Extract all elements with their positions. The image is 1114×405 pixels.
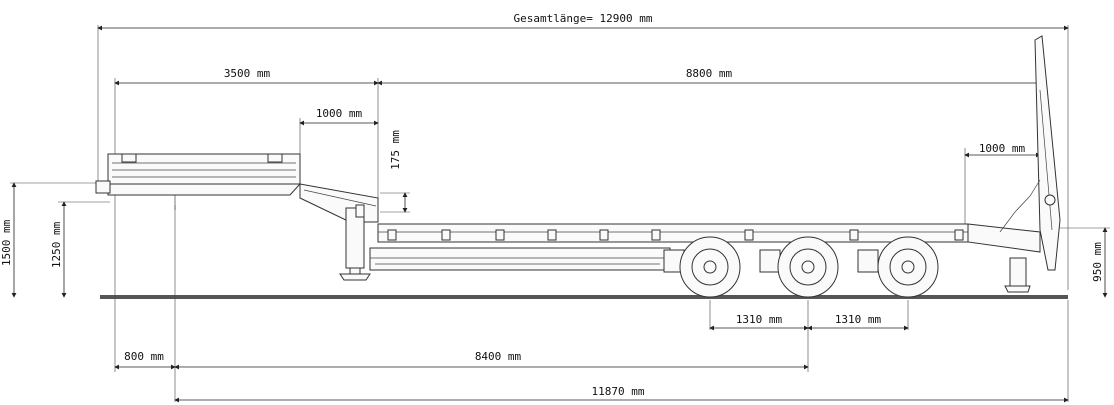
landing-leg <box>339 204 371 281</box>
wheel-axle-3 <box>877 236 939 298</box>
rear-overhang-label: 1000 mm <box>979 142 1026 155</box>
overall-length-label: Gesamtlänge= 12900 mm <box>513 12 652 25</box>
bed-length-label: 8800 mm <box>686 67 733 80</box>
gooseneck-length-label: 3500 mm <box>224 67 271 80</box>
axle-spacing-2-label: 1310 mm <box>835 313 882 326</box>
kingpin-to-rear-label: 11870 mm <box>592 385 645 398</box>
wheels <box>679 236 939 298</box>
rear-ramp <box>967 35 1061 293</box>
axle-spacing-1-label: 1310 mm <box>736 313 783 326</box>
dimension-labels: Gesamtlänge= 12900 mm 3500 mm 8800 mm 10… <box>0 12 1104 398</box>
gooseneck-step-label: 1000 mm <box>316 107 363 120</box>
kingpin-to-axle-label: 8400 mm <box>475 350 522 363</box>
extension-lines <box>10 25 1110 402</box>
front-overhang-label: 800 mm <box>124 350 164 363</box>
dimension-lines <box>11 25 1108 403</box>
gooseneck-deck <box>95 153 302 210</box>
front-height-1250-label: 1250 mm <box>50 221 63 268</box>
trailer-body <box>95 35 1061 293</box>
stake-pockets <box>387 229 964 241</box>
low-bed <box>369 223 969 271</box>
gooseneck-ramp <box>299 183 379 223</box>
wheel-axle-2 <box>777 236 839 298</box>
step-height-label: 175 mm <box>389 130 402 170</box>
deck-height-950-label: 950 mm <box>1091 242 1104 282</box>
wheel-axle-1 <box>679 236 741 298</box>
front-height-1500-label: 1500 mm <box>0 219 13 266</box>
